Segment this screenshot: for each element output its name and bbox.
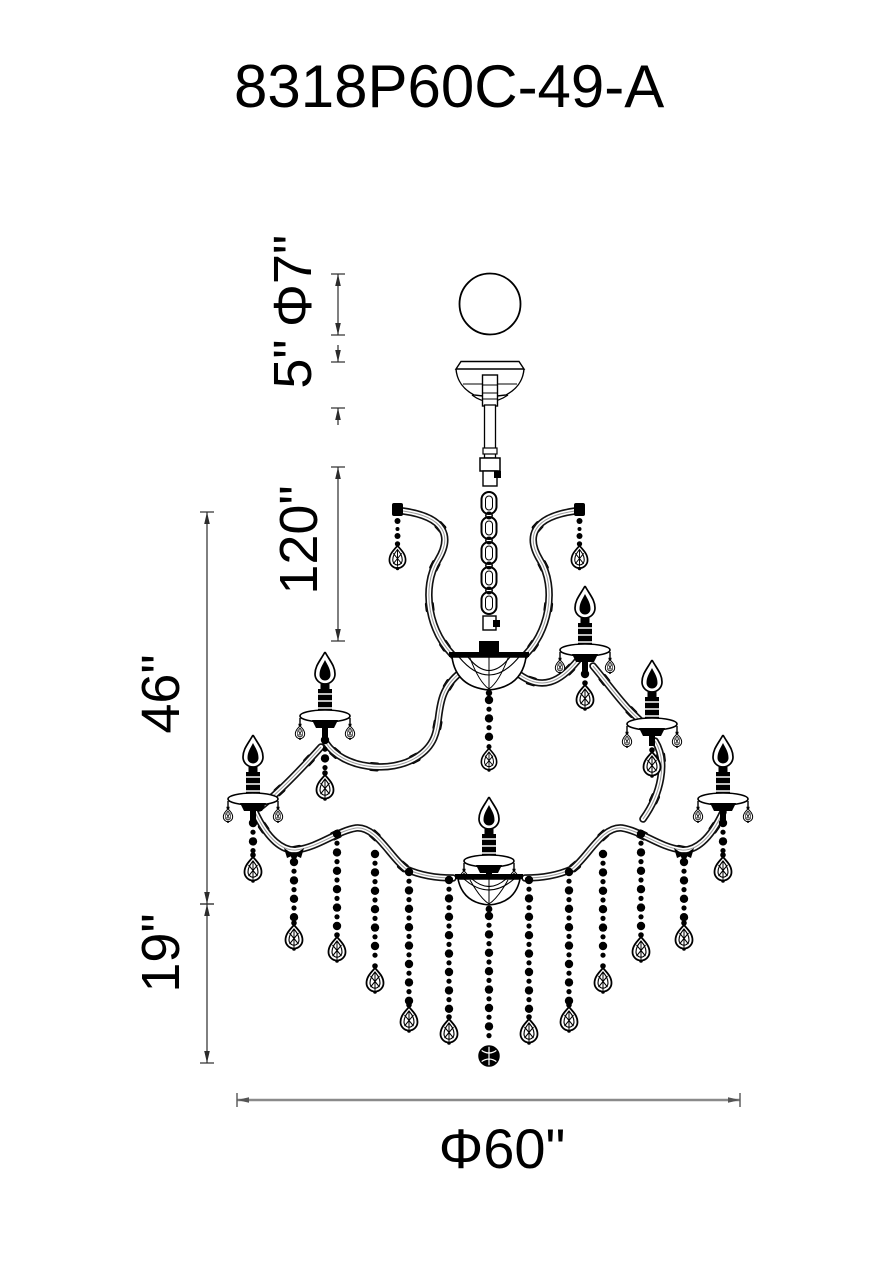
candle-light <box>554 585 616 712</box>
bead-strand <box>399 867 419 1034</box>
dim-label-lower-drop: 19" <box>131 913 191 993</box>
upper-bowl <box>449 652 529 773</box>
dim-label-body-height: 46" <box>131 654 191 734</box>
dim-canopy-height <box>331 345 345 425</box>
bead-strand <box>631 829 651 964</box>
dim-body-height <box>200 511 214 905</box>
dim-lower-drop <box>200 903 214 1064</box>
dim-label-overall-diameter: Φ60" <box>438 1116 566 1180</box>
chain <box>479 491 500 653</box>
bead-strand <box>674 848 694 952</box>
bead-strand <box>327 829 347 964</box>
product-code-title: 8318P60C-49-A <box>234 53 665 120</box>
dim-label-suspension-length: 120" <box>269 485 329 595</box>
bead-strand <box>365 849 385 995</box>
scroll-arms <box>251 503 727 882</box>
dim-ball-diameter <box>331 273 345 336</box>
candle-light <box>294 651 356 802</box>
bead-strand <box>519 875 539 1046</box>
dim-overall-diameter <box>236 1093 741 1107</box>
candle-light <box>692 734 754 884</box>
dim-suspension-length <box>331 466 345 642</box>
bead-strand <box>284 848 304 952</box>
center-column <box>449 272 529 913</box>
ceiling-ball <box>458 272 522 336</box>
center-bead-strand <box>478 911 500 1067</box>
crystal-bead-strands <box>284 518 694 1067</box>
dimension-lines <box>200 273 741 1107</box>
candle-light <box>222 734 284 884</box>
bead-strand <box>439 875 459 1046</box>
hang-rod <box>479 404 501 487</box>
candle-lights <box>222 585 754 886</box>
bead-strand <box>593 849 613 995</box>
lower-bowl <box>455 874 523 913</box>
bead-strand <box>559 867 579 1034</box>
candle-light <box>621 659 683 779</box>
candle-light <box>458 796 520 886</box>
canopy <box>454 360 526 407</box>
